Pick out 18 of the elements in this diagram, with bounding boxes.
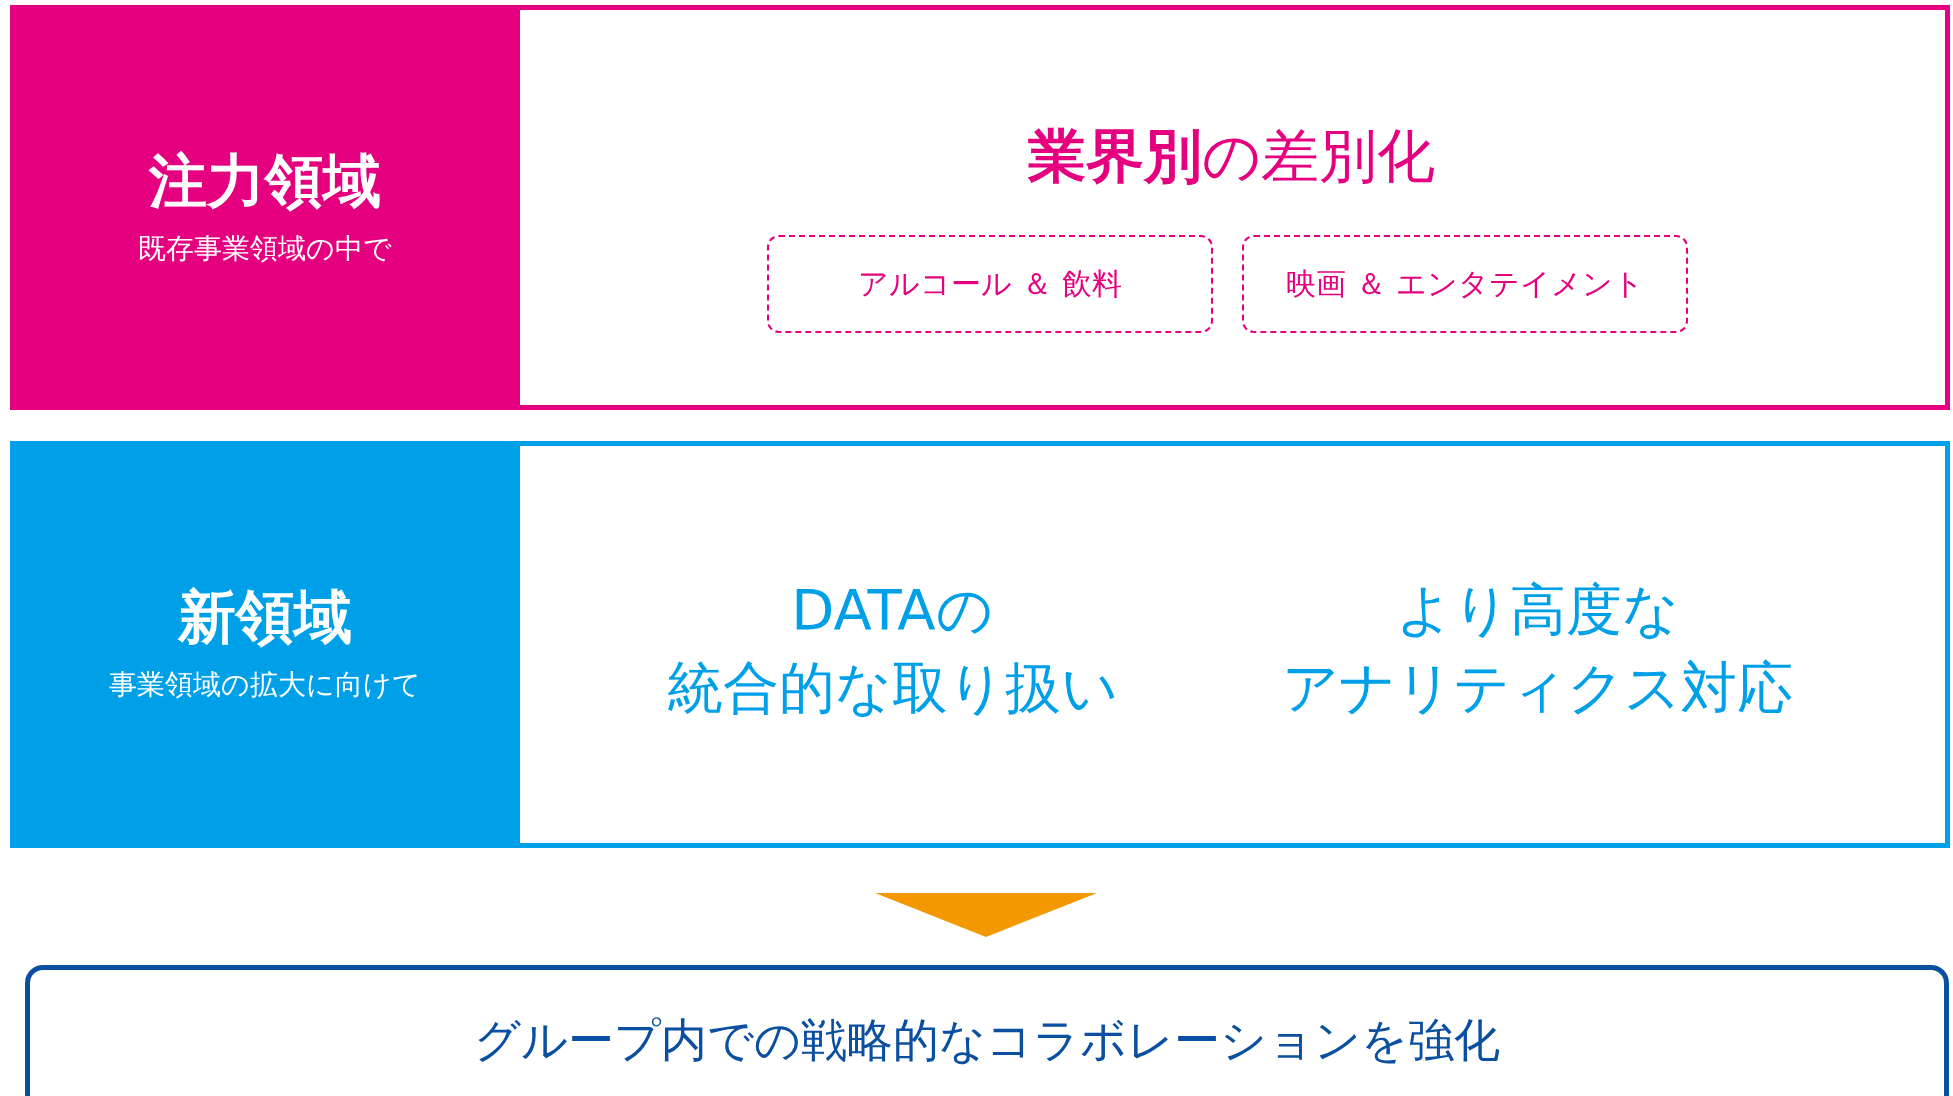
category-subtitle: 事業領域の拡大に向けて xyxy=(108,667,422,703)
result-text: グループ内での戦略的なコラボレーションを強化 xyxy=(473,1012,1501,1069)
content-panel xyxy=(518,441,1950,848)
panel-heading: 業界別の差別化 xyxy=(1027,121,1436,192)
result-box xyxy=(25,965,1949,1096)
content-panel xyxy=(518,5,1950,410)
category-title: 新領域 xyxy=(176,582,353,653)
category-title: 注力領域 xyxy=(148,146,382,217)
category-subtitle: 既存事業領域の中で xyxy=(137,231,393,267)
tag-label: アルコール ＆ 飲料 xyxy=(857,265,1123,303)
panel-text: より高度なアナリティクス対応 xyxy=(1280,576,1794,722)
category-panel xyxy=(10,441,520,848)
tag-label: 映画 ＆ エンタテイメント xyxy=(1285,265,1645,303)
category-panel xyxy=(10,5,520,410)
chevron-arrow xyxy=(875,891,1097,938)
tag-box xyxy=(1242,235,1688,333)
panel-text: DATAの統合的な取り扱い xyxy=(665,576,1119,722)
tag-box xyxy=(767,235,1213,333)
